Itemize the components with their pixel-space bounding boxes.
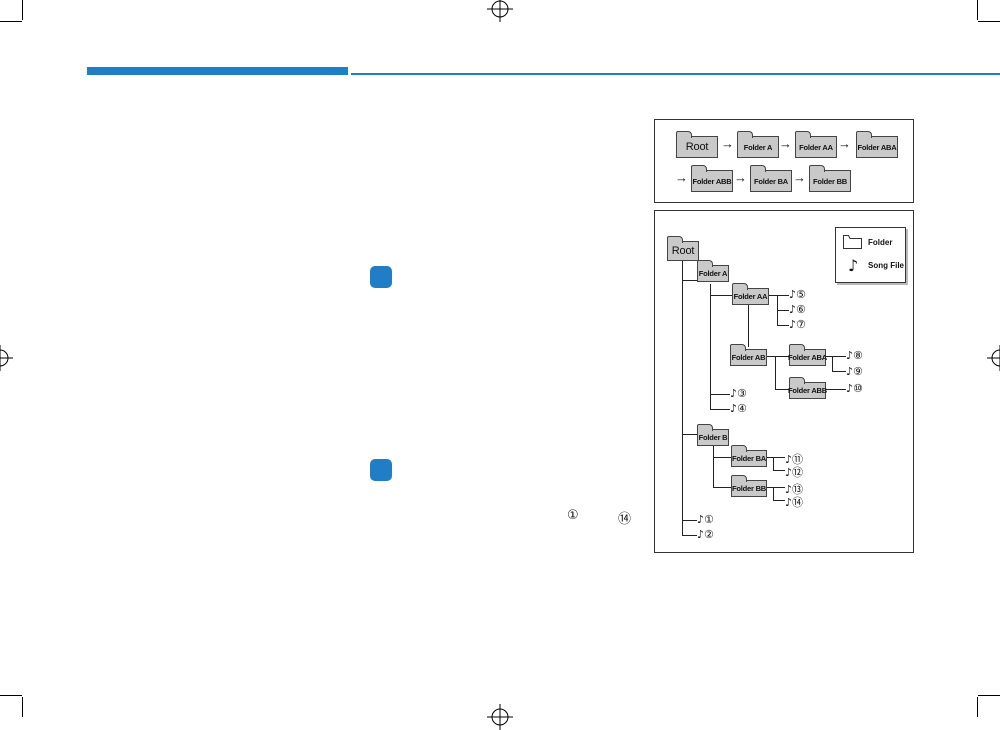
song-file-7: ♪⑦ <box>789 318 806 331</box>
tree-line <box>777 325 789 326</box>
crop-mark-tr-v <box>977 0 978 20</box>
music-note-icon: ♪ <box>848 256 859 275</box>
tree-line <box>765 356 789 357</box>
tree-line <box>832 356 833 372</box>
tree-line <box>777 310 789 311</box>
footnote-first-number: ① <box>567 508 579 523</box>
song-file-2: ♪② <box>697 528 714 541</box>
tree-line <box>682 261 683 535</box>
seq-folder-aba: Folder ABA <box>856 131 898 158</box>
footnote-last-number: ⑭ <box>618 512 632 527</box>
tree-line <box>765 457 785 458</box>
song-file-12: ♪⑫ <box>785 466 804 479</box>
tree-line <box>773 487 774 501</box>
seq-arrow: → <box>675 170 688 185</box>
crop-mark-bl-v <box>22 697 23 717</box>
seq-folder-ba: Folder BA <box>750 165 792 192</box>
tree-folder-abb: Folder ABB <box>788 377 827 399</box>
seq-arrow: → <box>838 136 851 151</box>
song-file-8: ♪⑧ <box>846 349 863 362</box>
header-rule-thin <box>351 73 1000 75</box>
tree-line <box>710 295 732 296</box>
tree-line <box>682 520 697 521</box>
song-file-5: ♪⑤ <box>789 288 806 301</box>
folder-icon <box>843 235 862 249</box>
song-file-6: ♪⑥ <box>789 303 806 316</box>
tree-line <box>748 300 749 347</box>
tree-line <box>775 389 789 390</box>
tree-line <box>713 487 731 488</box>
tree-legend: Folder ♪ Song File <box>835 227 906 283</box>
tree-line <box>710 394 730 395</box>
tree-line <box>682 535 697 536</box>
tree-line <box>773 500 785 501</box>
seq-arrow: → <box>779 136 792 151</box>
legend-song-label: Song File <box>868 261 904 270</box>
tree-line <box>682 434 697 435</box>
song-file-9: ♪⑨ <box>846 365 863 378</box>
song-file-11: ♪⑪ <box>785 453 804 466</box>
tree-folder-aa: Folder AA <box>732 283 769 305</box>
seq-folder-bb: Folder BB <box>809 165 851 192</box>
seq-folder-a: Folder A <box>737 131 779 158</box>
seq-arrow: → <box>793 170 806 185</box>
tree-folder-bb: Folder BB <box>731 475 767 497</box>
song-file-4: ♪④ <box>730 402 747 415</box>
crop-mark-tl-v <box>22 0 23 20</box>
tree-line <box>713 439 714 488</box>
step-bullet-1 <box>370 266 392 288</box>
folder-tree-panel: Folder ♪ Song File Root Folder A Folder … <box>654 210 914 553</box>
song-file-3: ♪③ <box>730 387 747 400</box>
crop-mark-bl-h <box>0 695 22 696</box>
playback-order-panel: Root → Folder A → Folder AA → Folder ABA… <box>654 119 914 203</box>
crop-mark-tr-h <box>978 21 1000 22</box>
song-file-13: ♪⑬ <box>785 483 804 496</box>
seq-folder-aa: Folder AA <box>795 131 837 158</box>
tree-line <box>765 487 785 488</box>
registration-mark-bottom <box>487 704 513 730</box>
step-bullet-2 <box>370 459 392 481</box>
registration-mark-top <box>487 0 513 22</box>
tree-line <box>824 389 846 390</box>
tree-line <box>710 284 711 409</box>
tree-line <box>713 457 731 458</box>
tree-folder-ba: Folder BA <box>731 445 767 467</box>
seq-folder-abb: Folder ABB <box>691 165 733 192</box>
legend-folder-label: Folder <box>868 238 893 247</box>
tree-line <box>710 409 730 410</box>
seq-arrow: → <box>734 170 747 185</box>
tree-line <box>773 457 774 471</box>
registration-mark-left <box>0 345 13 371</box>
tree-root-folder: Root <box>667 236 699 261</box>
song-file-14: ♪⑭ <box>785 496 804 509</box>
tree-line <box>824 356 846 357</box>
seq-root-folder: Root <box>676 131 718 158</box>
crop-mark-br-v <box>977 697 978 717</box>
registration-mark-right <box>987 345 1000 371</box>
tree-line <box>682 280 697 281</box>
tree-line <box>775 356 776 390</box>
tree-folder-ab: Folder AB <box>730 344 767 366</box>
tree-folder-a: Folder A <box>697 260 729 282</box>
tree-folder-b: Folder B <box>697 424 729 446</box>
tree-line <box>832 371 846 372</box>
seq-arrow: → <box>721 136 734 151</box>
crop-mark-tl-h <box>0 21 22 22</box>
header-rule-thick <box>87 67 348 75</box>
song-file-10: ♪⑩ <box>846 382 863 395</box>
tree-folder-aba: Folder ABA <box>788 344 827 366</box>
song-file-1: ♪① <box>697 513 714 526</box>
tree-line <box>773 470 785 471</box>
tree-line <box>767 295 789 296</box>
crop-mark-br-h <box>978 695 1000 696</box>
